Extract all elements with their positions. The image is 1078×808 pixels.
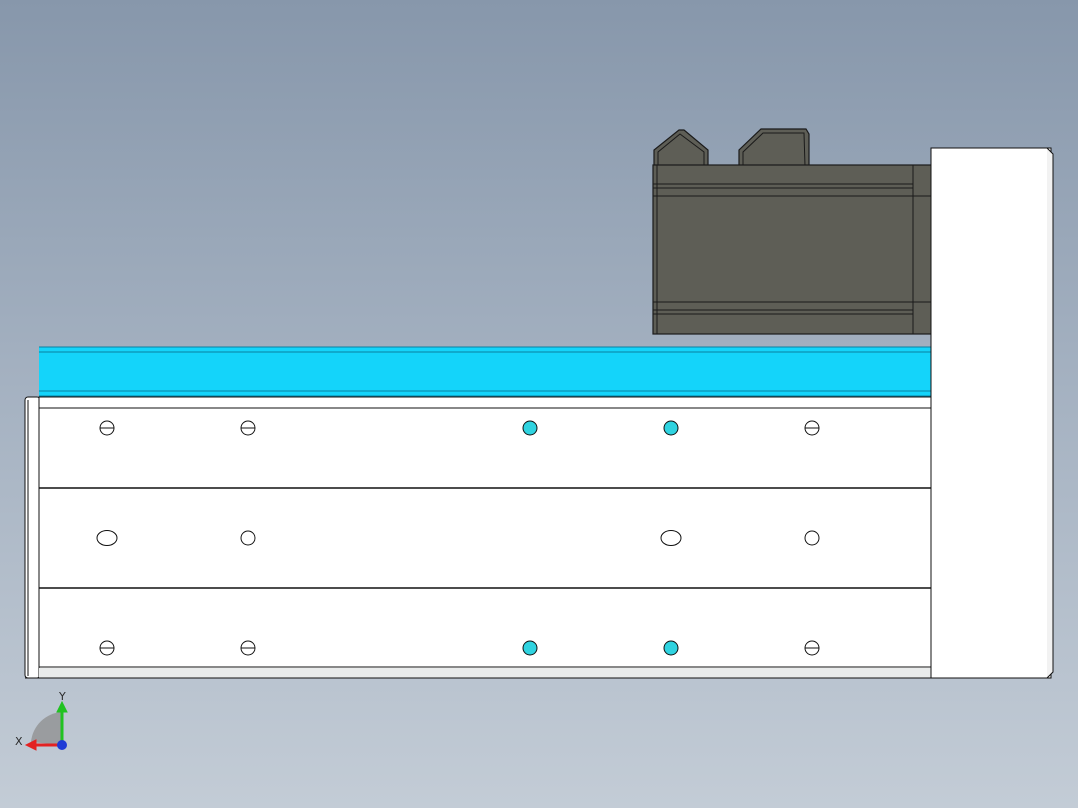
carriage-slide [39, 346, 932, 397]
end-plate-body [930, 147, 1052, 679]
hole-top-3 [522, 420, 538, 436]
base-body [38, 396, 933, 679]
motor-connector-left-inner [657, 133, 705, 166]
motor-connector-right [738, 128, 810, 167]
mounting-holes [96, 420, 820, 656]
end-plate-chamfer [1046, 147, 1054, 679]
triad-label-x: X [15, 735, 23, 748]
carriage-top-strip [39, 347, 932, 352]
triad-x-arrow [24, 739, 37, 751]
linear-module-base [24, 396, 933, 679]
triad-view-quadrant [31, 712, 62, 745]
carriage-body [39, 351, 932, 392]
hole-middle-2 [240, 530, 256, 546]
coordinate-triad: Y X [15, 690, 68, 751]
motor-body [652, 164, 933, 335]
hole-middle-1 [96, 530, 118, 546]
triad-label-y: Y [58, 690, 66, 703]
triad-y-arrow [56, 700, 68, 713]
hole-bottom-3 [522, 640, 538, 656]
triad-z-axis [57, 740, 67, 750]
hole-middle-4 [804, 530, 820, 546]
carriage-bottom-strip [39, 392, 932, 397]
hole-middle-3 [660, 530, 682, 546]
servo-motor [652, 128, 933, 335]
motor-end-plate [930, 147, 1054, 679]
base-end-cap-left [24, 396, 41, 679]
motor-connector-right-inner [742, 132, 806, 167]
base-bottom-shade [39, 668, 932, 678]
hole-bottom-4 [663, 640, 679, 656]
hole-top-4 [663, 420, 679, 436]
